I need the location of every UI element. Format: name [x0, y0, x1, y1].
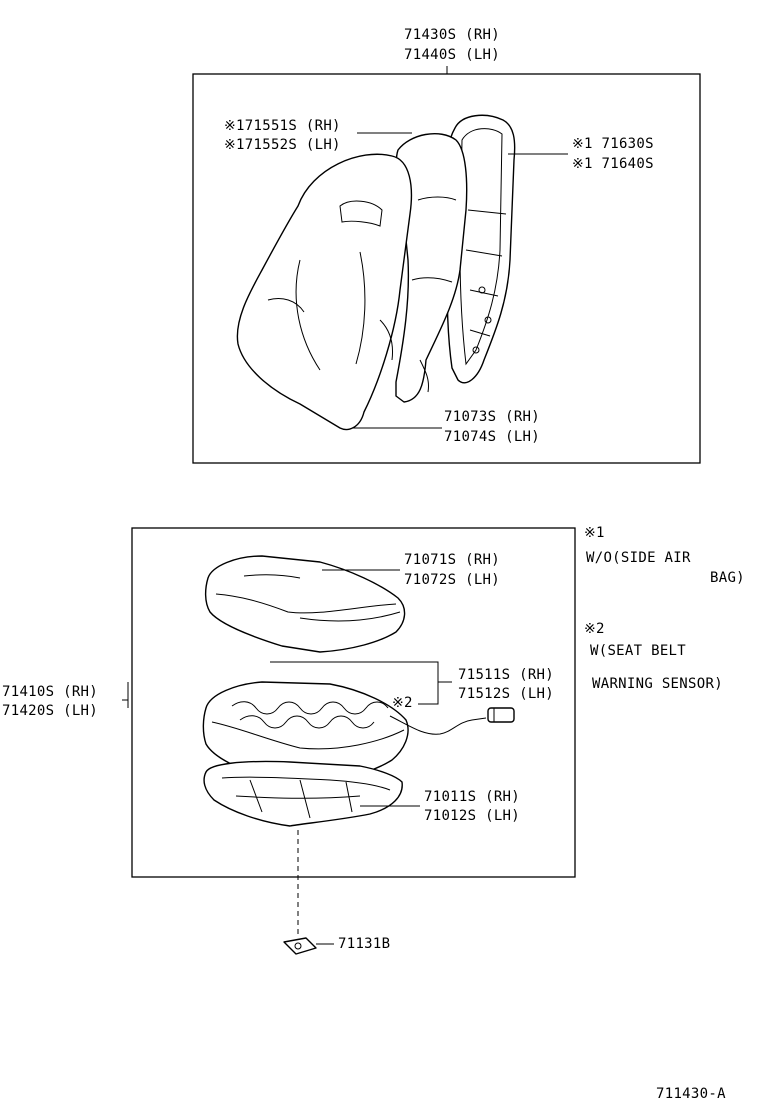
cushion-pad-drawing	[202, 681, 515, 783]
label-cushion-cover-rh: 71071S (RH)	[404, 552, 501, 568]
label-cushion-sensor-marker: ※2	[392, 695, 413, 711]
label-clip: 71131B	[338, 936, 391, 952]
label-cushion-cover-lh: 71072S (LH)	[404, 572, 501, 588]
cushion-group	[122, 527, 576, 934]
note2-line1: W(SEAT BELT	[590, 643, 687, 659]
clip-drawing	[283, 937, 334, 955]
sensor-connector	[487, 707, 515, 723]
label-seatback-pad-lh: 71074S (LH)	[444, 429, 541, 445]
label-seatback-pad-rh: 71073S (RH)	[444, 409, 541, 425]
note1-line1: W/O(SIDE AIR	[586, 550, 691, 566]
label-cushion-assy-lh: 71420S (LH)	[2, 703, 99, 719]
label-seatback-cover-lh: ※171552S (LH)	[224, 137, 341, 153]
cushion-group-box	[131, 527, 576, 878]
bracket-cushion-assy	[122, 682, 129, 708]
note1-marker: ※1	[584, 525, 605, 541]
seatback-group	[192, 66, 701, 464]
label-cushion-frame-lh: 71012S (LH)	[424, 808, 521, 824]
label-seatback-cover-rh: ※171551S (RH)	[224, 118, 341, 134]
label-seatback-assy-lh: 71440S (LH)	[404, 47, 501, 63]
label-seatback-frame-rh: ※1 71630S	[572, 136, 654, 152]
label-seatback-assy-rh: 71430S (RH)	[404, 27, 501, 43]
seatback-cover-drawing	[236, 153, 413, 431]
seatback-group-box	[192, 73, 701, 464]
label-cushion-assy-rh: 71410S (RH)	[2, 684, 99, 700]
label-cushion-sensor-lh: 71512S (LH)	[458, 686, 555, 702]
cushion-frame-drawing	[203, 760, 403, 827]
label-cushion-frame-rh: 71011S (RH)	[424, 789, 521, 805]
label-seatback-frame-lh: ※1 71640S	[572, 156, 654, 172]
note2-line2: WARNING SENSOR)	[592, 676, 723, 692]
figure-id: 711430-A	[656, 1086, 726, 1102]
note2-marker: ※2	[584, 621, 605, 637]
seatback-pad-drawing	[395, 133, 468, 403]
cushion-cover-drawing	[204, 555, 406, 653]
label-cushion-sensor-rh: 71511S (RH)	[458, 667, 555, 683]
note1-line2: BAG)	[710, 570, 745, 586]
leader-cushion-sensor	[270, 661, 452, 705]
